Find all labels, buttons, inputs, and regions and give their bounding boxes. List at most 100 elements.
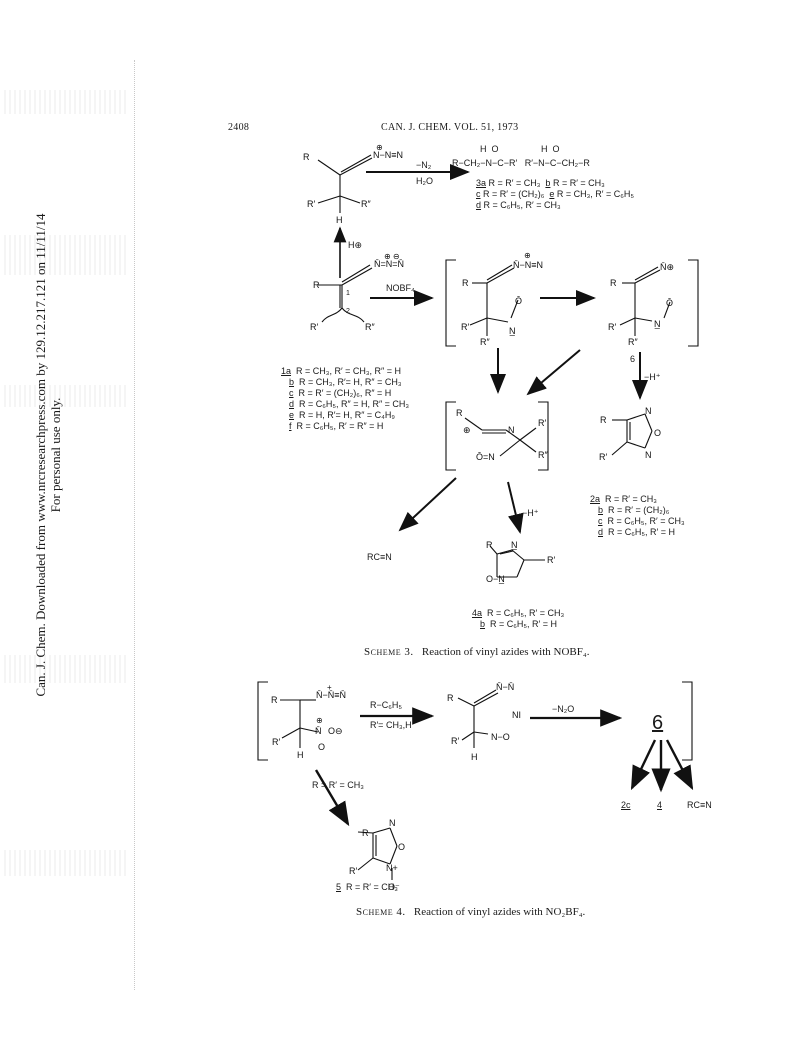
svg-text:⊕: ⊕ <box>316 716 323 725</box>
svg-text:O: O <box>398 842 405 852</box>
amide-formulas: R−CH₂−N−C−R′ R′−N−C−CH₂−R <box>452 158 590 168</box>
list3-id-d: d <box>476 200 482 210</box>
label-6-large: 6 <box>652 712 664 734</box>
svg-text:N̲: N̲ <box>511 540 518 550</box>
product-nitrile: RC≡N <box>687 800 712 810</box>
svg-text:R: R <box>486 540 493 550</box>
list1-row: 1a R = CH₃, R′ = CH₃, R″ = H <box>281 366 402 376</box>
scan-noise <box>4 850 128 876</box>
svg-text:Ō: Ō <box>515 296 522 306</box>
list1: 1a R = CH₃, R′ = CH₃, R″ = H b R = CH₃, … <box>281 366 409 432</box>
svg-text:N̄−N̄: N̄−N̄ <box>496 682 514 692</box>
gutter-line <box>134 60 135 990</box>
deprotonation-label-2: −H⁺ <box>522 508 539 518</box>
svg-text:1: 1 <box>346 290 350 297</box>
svg-text:N: N <box>645 406 652 416</box>
svg-text:R: R <box>303 152 310 162</box>
svg-text:NI: NI <box>512 710 521 720</box>
svg-text:H: H <box>471 752 478 762</box>
water-label: H₂O <box>416 176 433 186</box>
azide-label: N̄=N=N̄ <box>374 259 404 269</box>
svg-text:N̄−N̄≡N̄: N̄−N̄≡N̄ <box>316 690 346 700</box>
svg-text:O: O <box>318 742 325 752</box>
svg-text:R′: R′ <box>461 322 469 332</box>
scheme-4-caption-label: Scheme 4. <box>356 906 406 918</box>
deprotonation-label-1: −H⁺ <box>644 372 661 382</box>
svg-text:N+: N+ <box>386 863 398 873</box>
svg-text:H: H <box>297 750 304 760</box>
svg-text:R: R <box>456 408 463 418</box>
svg-text:N̲: N̲ <box>509 326 516 336</box>
svg-text:⊕: ⊕ <box>463 425 471 435</box>
minus-n2-label: −N₂ <box>416 160 432 170</box>
list1-row: b R = CH₃, R′= H, R″ = CH₃ <box>289 377 402 387</box>
svg-text:R: R <box>362 828 369 838</box>
svg-text:N: N <box>508 425 515 435</box>
svg-text:R: R <box>313 280 320 290</box>
nitrile-product: RC≡N <box>367 552 392 562</box>
diazonium-label: N−N≡N <box>373 150 403 160</box>
minus-n2o-label: −N₂O <box>552 704 575 714</box>
scan-noise <box>4 385 128 407</box>
list2-row: 2a R = R′ = CH₃ <box>590 494 657 504</box>
list4-row: b R = C₆H₅, R′ = H <box>480 619 557 629</box>
svg-text:N: N <box>645 450 652 460</box>
scan-noise <box>4 655 128 683</box>
condition-r: R−C₆H₅ <box>370 700 403 710</box>
list3-text-b: R = R′ = CH₃ <box>552 178 605 188</box>
list3-id-a: 3a <box>476 178 487 188</box>
scheme-4-caption-text: Reaction of vinyl azides with NO₂BF₄. <box>413 906 586 918</box>
svg-text:O−N̲: O−N̲ <box>486 574 505 584</box>
svg-text:⊕: ⊕ <box>376 143 383 152</box>
svg-text:+: + <box>327 683 332 692</box>
svg-text:R: R <box>447 693 454 703</box>
scheme-3-caption-label: Scheme 3. <box>364 646 414 658</box>
running-head: CAN. J. CHEM. VOL. 51, 1973 <box>381 122 519 133</box>
scheme-3-caption: Scheme 3. Reaction of vinyl azides with … <box>364 646 589 658</box>
list3-id-e: e <box>549 189 555 199</box>
svg-text:O⊖: O⊖ <box>328 726 343 736</box>
svg-text:R′: R′ <box>538 418 546 428</box>
svg-text:N−O: N−O <box>491 732 510 742</box>
label-5: 5 R = R′ = CH₃ <box>336 882 398 893</box>
svg-text:R′: R′ <box>451 736 459 746</box>
condition-down: R = R′ = CH₃ <box>312 780 364 790</box>
list3-id-c: c <box>476 189 481 199</box>
svg-text:R″: R″ <box>365 322 375 332</box>
list3-text-e: R = CH₃, R′ = C₆H₅ <box>556 189 635 199</box>
svg-text:O⁻: O⁻ <box>388 882 400 892</box>
list3: 3a R = R′ = CH₃ b R = R′ = CH₃ c R = R′ … <box>476 178 634 211</box>
svg-text:N̲: N̲ <box>654 319 661 329</box>
proton-label: H⊕ <box>348 240 363 250</box>
scan-noise <box>4 90 128 114</box>
svg-text:R″: R″ <box>628 337 638 347</box>
svg-text:R: R <box>600 415 607 425</box>
svg-text:H: H <box>336 215 343 225</box>
nobf4-label: NOBF₄ <box>386 283 415 293</box>
svg-text:R′: R′ <box>307 199 315 209</box>
svg-text:⊕ ⊖: ⊕ ⊖ <box>384 252 400 261</box>
list3-text-d: R = C₆H₅, R′ = CH₃ <box>483 200 561 210</box>
svg-text:R′: R′ <box>310 322 318 332</box>
svg-text:R: R <box>271 695 278 705</box>
list3-id-b: b <box>545 178 551 188</box>
svg-text:R′: R′ <box>608 322 616 332</box>
product-2c: 2c <box>621 800 631 810</box>
condition-r-prime: R′= CH₃,H <box>370 720 412 730</box>
list1-row: d R = C₆H₅, R″ = H, R″ = CH₃ <box>289 399 410 409</box>
list4-row: 4a R = C₆H₅, R′ = CH₃ <box>472 608 565 618</box>
svg-text:2: 2 <box>346 308 350 315</box>
page-number: 2408 <box>228 122 250 133</box>
svg-text:N̄: N̄ <box>315 726 322 736</box>
list2-row: c R = C₆H₅, R′ = CH₃ <box>598 516 685 526</box>
list1-row: c R = R′ = (CH₂)₆, R″ = H <box>289 388 392 398</box>
svg-text:N̄⊕: N̄⊕ <box>660 262 674 272</box>
svg-text:R′: R′ <box>547 555 555 565</box>
list2-row: d R = C₆H₅, R′ = H <box>598 527 675 537</box>
product-4: 4 <box>657 800 663 810</box>
svg-text:R: R <box>610 278 617 288</box>
svg-text:R″: R″ <box>480 337 490 347</box>
list2-row: b R = R′ = (CH₂)₆ <box>598 505 670 515</box>
list2: 2a R = R′ = CH₃ b R = R′ = (CH₂)₆ c R = … <box>590 494 685 538</box>
